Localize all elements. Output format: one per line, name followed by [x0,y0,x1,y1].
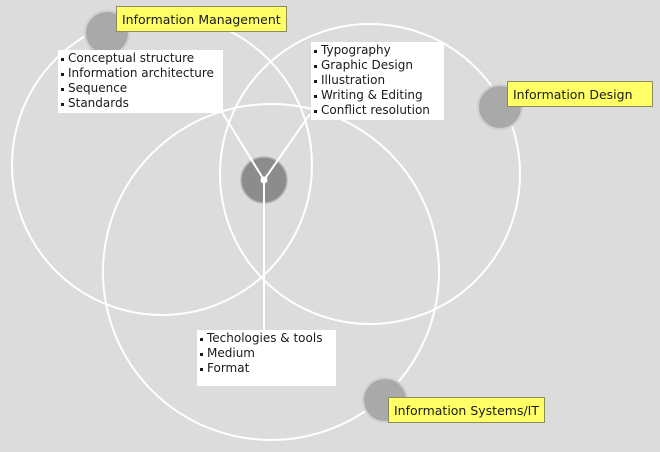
information-systems-list: Techologies & tools Medium Format [197,330,336,386]
list-item: Standards [61,96,217,111]
list-item: Graphic Design [314,58,438,73]
list-item: Conflict resolution [314,103,438,118]
list-item: Techologies & tools [200,331,330,346]
information-design-list: Typography Graphic Design Illustration W… [311,42,444,120]
information-management-tag: Information Management [116,6,287,32]
list-item: Writing & Editing [314,88,438,103]
connector-management [221,111,265,181]
information-design-circle [219,23,521,325]
information-management-list: Conceptual structure Information archite… [58,50,223,113]
list-item: Illustration [314,73,438,88]
information-design-tag: Information Design [507,81,653,107]
list-item: Information architecture [61,66,217,81]
list-item: Sequence [61,81,217,96]
list-item: Typography [314,43,438,58]
list-item: Medium [200,346,330,361]
list-item: Conceptual structure [61,51,217,66]
connector-design [263,113,311,181]
information-systems-tag: Information Systems/IT [388,397,545,423]
information-systems-circle [102,103,440,441]
center-hub [260,176,268,184]
list-item: Format [200,361,330,376]
